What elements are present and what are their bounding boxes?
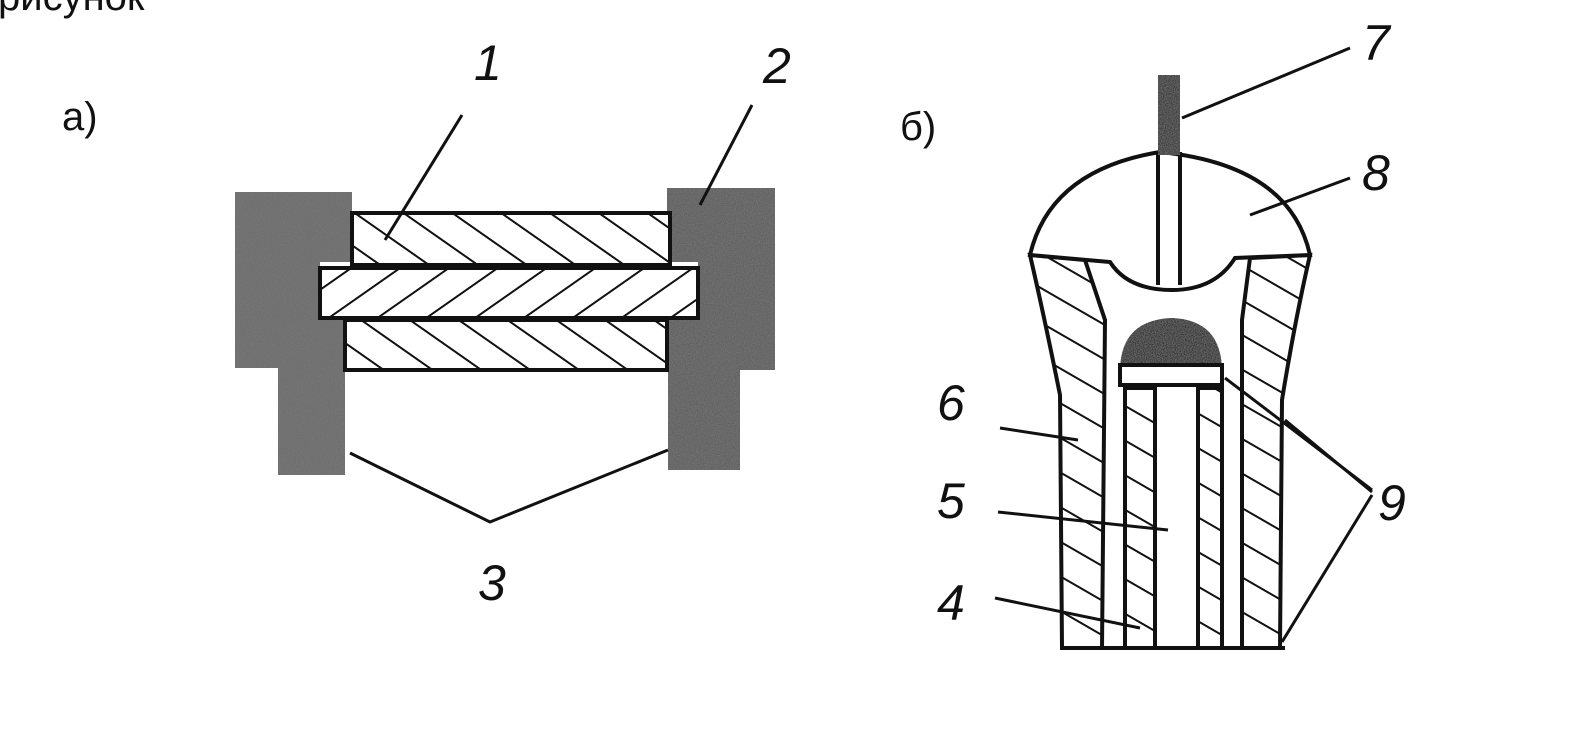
label-3: 3 <box>478 555 506 611</box>
leader-8 <box>1249 176 1351 217</box>
label-9: 9 <box>1378 475 1406 531</box>
leader-6 <box>999 426 1079 442</box>
layer-top <box>350 211 672 267</box>
leader-9b <box>1284 418 1373 494</box>
layer-middle <box>318 266 700 320</box>
panel-b: б) 7 8 6 5 4 9 <box>900 15 1406 650</box>
lead-wire <box>1158 75 1180 155</box>
panel-a: а) 1 2 3 <box>62 35 791 611</box>
panel-b-caption: б) <box>900 105 936 149</box>
panel-a-caption: а) <box>62 95 98 139</box>
label-2: 2 <box>762 38 791 94</box>
inner-disc <box>1118 363 1224 387</box>
inner-tube-right-wall <box>1196 386 1224 650</box>
left-contact <box>235 192 352 475</box>
layer-bottom <box>343 318 669 372</box>
cap <box>1027 149 1313 293</box>
leader-5 <box>997 510 1169 532</box>
label-6: 6 <box>937 375 965 431</box>
label-5: 5 <box>937 473 965 529</box>
inner-tube-left-wall <box>1123 386 1157 650</box>
leader-7 <box>1181 46 1351 120</box>
top-text-fragment: рисунок <box>0 0 145 19</box>
right-contact <box>667 188 775 470</box>
label-8: 8 <box>1362 145 1390 201</box>
leader-2 <box>698 104 754 206</box>
leader-4 <box>994 596 1141 630</box>
outer-tube-right-wall <box>1240 252 1313 650</box>
label-1: 1 <box>474 35 502 91</box>
label-7: 7 <box>1362 15 1392 71</box>
leader-9c <box>1280 494 1374 643</box>
leader-1 <box>383 114 464 241</box>
inner-dome <box>1120 318 1222 372</box>
outer-tube-left-wall <box>1027 252 1108 650</box>
label-4: 4 <box>937 575 965 631</box>
leader-3 <box>349 448 669 524</box>
